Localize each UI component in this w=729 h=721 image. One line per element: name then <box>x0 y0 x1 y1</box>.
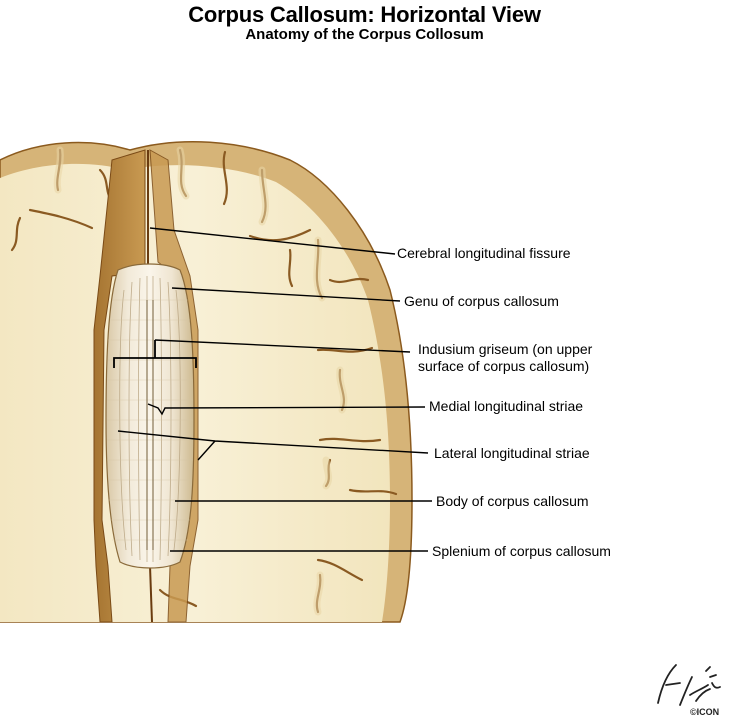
corpus-callosum <box>105 263 195 569</box>
label-indusium-line2: surface of corpus callosum) <box>418 358 590 374</box>
label-genu: Genu of corpus callosum <box>404 293 559 309</box>
gyri-borders <box>53 146 348 616</box>
label-medial-longitudinal-striae: Medial longitudinal striae <box>429 398 584 414</box>
leader-genu <box>171 287 401 302</box>
leader-cerebral-fissure <box>149 227 396 255</box>
label-indusium-line1: Indusium griseum (on upper <box>418 341 593 357</box>
fissure-line-posterior <box>149 565 153 623</box>
label-cerebral-longitudinal-fissure: Cerebral longitudinal fissure <box>397 245 571 261</box>
svg-text:©ICON: ©ICON <box>690 707 719 717</box>
page-title: Corpus Callosum: Horizontal View <box>188 2 541 27</box>
label-splenium-of-corpus-callosum: Splenium of corpus callosum <box>432 543 611 559</box>
label-body-of-corpus-callosum: Body of corpus callosum <box>436 493 589 509</box>
medial-striae-line <box>146 300 154 550</box>
indusium-bracket <box>113 340 197 368</box>
leader-medial-striae <box>147 403 426 416</box>
callosum-fibres <box>107 299 193 541</box>
leader-lines <box>117 227 432 552</box>
netter-signature-logo: ©ICON <box>657 664 721 717</box>
page-subtitle: Anatomy of the Corpus Collosum <box>245 26 484 43</box>
label-lateral-longitudinal-striae: Lateral longitudinal striae <box>434 445 590 461</box>
leader-indusium <box>154 339 411 353</box>
leader-lateral-striae <box>117 430 429 461</box>
